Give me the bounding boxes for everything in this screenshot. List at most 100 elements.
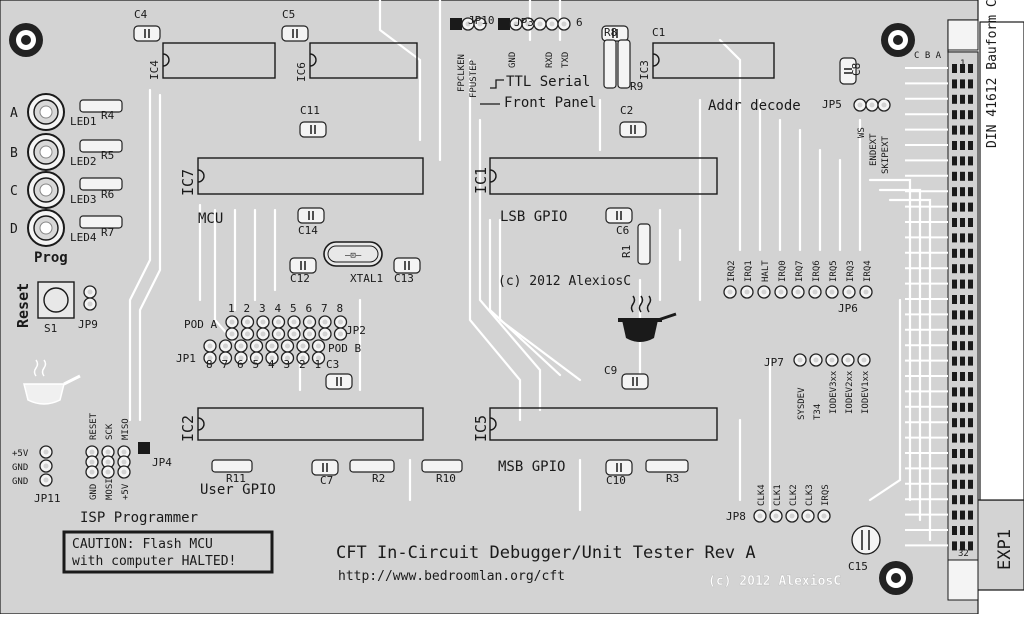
crystal-xtal1: —⊡— XTAL1 [323,241,383,285]
jp8-pin-label: CLK3 [805,484,815,506]
resistor-label: R2 [372,472,385,485]
capacitor-c8 [839,57,857,85]
capacitor-c13 [393,257,421,274]
ic-label: IC1 [472,167,490,194]
jp4-pin-label: +5V [121,483,131,500]
connector-pin [960,264,965,274]
jp6-pin-label: IRQ2 [727,260,737,282]
resistor-r6 [79,177,123,191]
led-letter: D [10,222,18,237]
connector-name: EXP1 [995,529,1015,570]
connector-pin [968,233,973,243]
led-d [27,209,65,247]
pod-a-pin-number: 8 [337,302,344,315]
connector-pin [952,94,957,104]
connector-pin [960,418,965,428]
connector-pin [952,325,957,335]
connector-din-label: DIN 41612 Bauform C [985,0,1000,148]
header-jp1-row1 [203,339,326,353]
connector-pin [952,387,957,397]
led-letter: A [10,106,18,121]
connector-pin [968,464,973,474]
header-jp5 [853,98,891,112]
connector-pin [952,279,957,289]
connector-pin [952,372,957,381]
ic-label: IC4 [148,60,161,80]
connector-pin [952,79,957,89]
capacitor-c2 [619,121,647,138]
jp6-pin-label: IRQ4 [863,260,873,282]
header-jp2-row1 [225,315,348,329]
resistor-r5 [79,139,123,153]
jp1-label: JP1 [176,352,196,365]
connector-pin [960,279,965,289]
led-label: LED3 [70,193,97,206]
connector-pin [968,479,973,489]
capacitor-label: C4 [134,8,148,21]
jp8-pin-label: IRQS [821,484,831,506]
pod-b-pin-number: 2 [299,358,306,371]
capacitor-c4 [133,25,161,42]
connector-pin [960,433,965,443]
connector-pin [960,387,965,397]
connector-pin [952,356,957,366]
led-b [27,133,65,171]
ic-label: IC5 [472,415,490,442]
user-gpio-label: User GPIO [200,482,276,498]
connector-pin [952,402,957,412]
jp2-label: JP2 [346,324,366,337]
connector-pin [952,495,957,505]
resistor-r11 [211,459,253,473]
connector-pin [968,141,973,150]
capacitor-label: C2 [620,104,633,117]
pod-b-pin-number: 7 [222,358,229,371]
ic-label: IC6 [295,62,308,82]
front-panel-label: Front Panel [504,95,597,111]
jp8-pin-label: CLK1 [773,484,783,506]
connector-pin [952,64,957,73]
connector-pin [968,295,973,304]
jp5-pin-label: SKIPEXT [881,135,891,174]
connector-pin [960,94,965,104]
capacitor-label: C7 [320,474,333,487]
mounting-hole-icon [879,561,913,595]
ic-ic5: IC5 [472,407,718,442]
svg-text:—⊡—: —⊡— [345,251,362,261]
header-jp2-row2 [225,327,348,341]
connector-pin [960,541,965,551]
connector-pin [952,464,957,474]
connector-pin [952,295,957,304]
pod-b-pin-number: 3 [284,358,291,371]
ttl-serial-label: TTL Serial [506,74,590,90]
resistor-r7 [79,215,123,229]
jp7-pin-label: IODEV3xx [829,370,839,414]
connector-pin [960,202,965,212]
connector-pin [952,341,957,351]
connector-pin [952,202,957,212]
resistor-label: R3 [666,472,679,485]
header-jp4-b [101,445,115,479]
led-label: LED2 [70,155,97,168]
capacitor-c6 [605,207,633,224]
connector-pin [960,248,965,258]
jp7-label: JP7 [764,356,784,369]
jp5-pin-label: WS [857,127,867,138]
resistor-r10 [421,459,463,473]
jp3-pin6-label: 6 [576,16,583,29]
connector-pin [968,248,973,258]
connector-pin [960,402,965,412]
resistor-label: R11 [226,472,246,485]
jp11-pin-label: +5V [12,449,29,459]
pod-a-pin-number: 6 [306,302,313,315]
jp8-pin-label: CLK4 [757,484,767,506]
ic-ic4: IC4 [148,42,276,80]
jp3-label: JP3 [514,16,534,29]
connector-pin [952,233,957,243]
led-label: LED4 [70,231,97,244]
connector-pin [968,171,973,181]
pod-a-pin-number: 1 [228,302,235,315]
jp4-pin-label: RESET [89,412,99,440]
connector-pin [960,495,965,505]
msb-gpio-label: MSB GPIO [498,459,565,475]
connector-pin [952,171,957,181]
